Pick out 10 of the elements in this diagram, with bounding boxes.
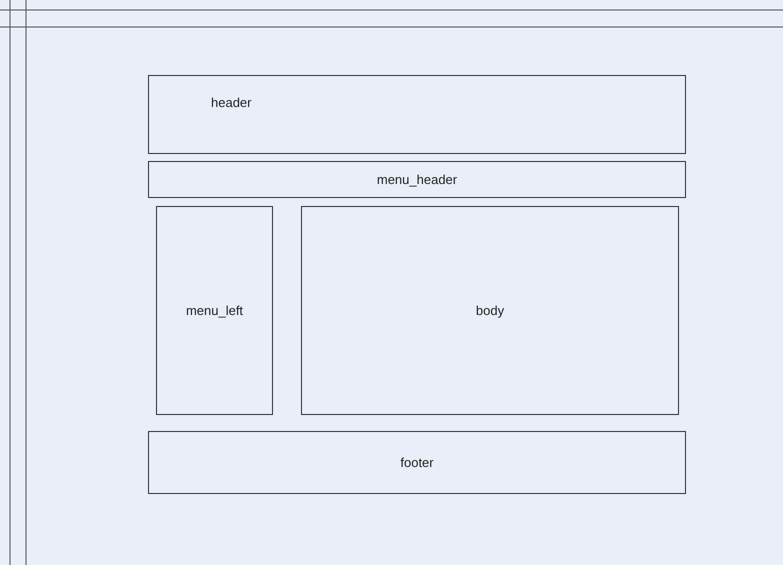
region-label: footer [400, 455, 434, 470]
region-label: header [211, 95, 252, 110]
layout-region-box [156, 206, 273, 415]
layout-region-box [301, 206, 679, 415]
layout-region-box [148, 75, 686, 154]
region-label: menu_header [376, 172, 458, 187]
region-label: body [476, 303, 504, 318]
layout-region-box [148, 161, 686, 198]
region-label: menu_left [186, 303, 244, 318]
layout-region-box [148, 431, 686, 494]
